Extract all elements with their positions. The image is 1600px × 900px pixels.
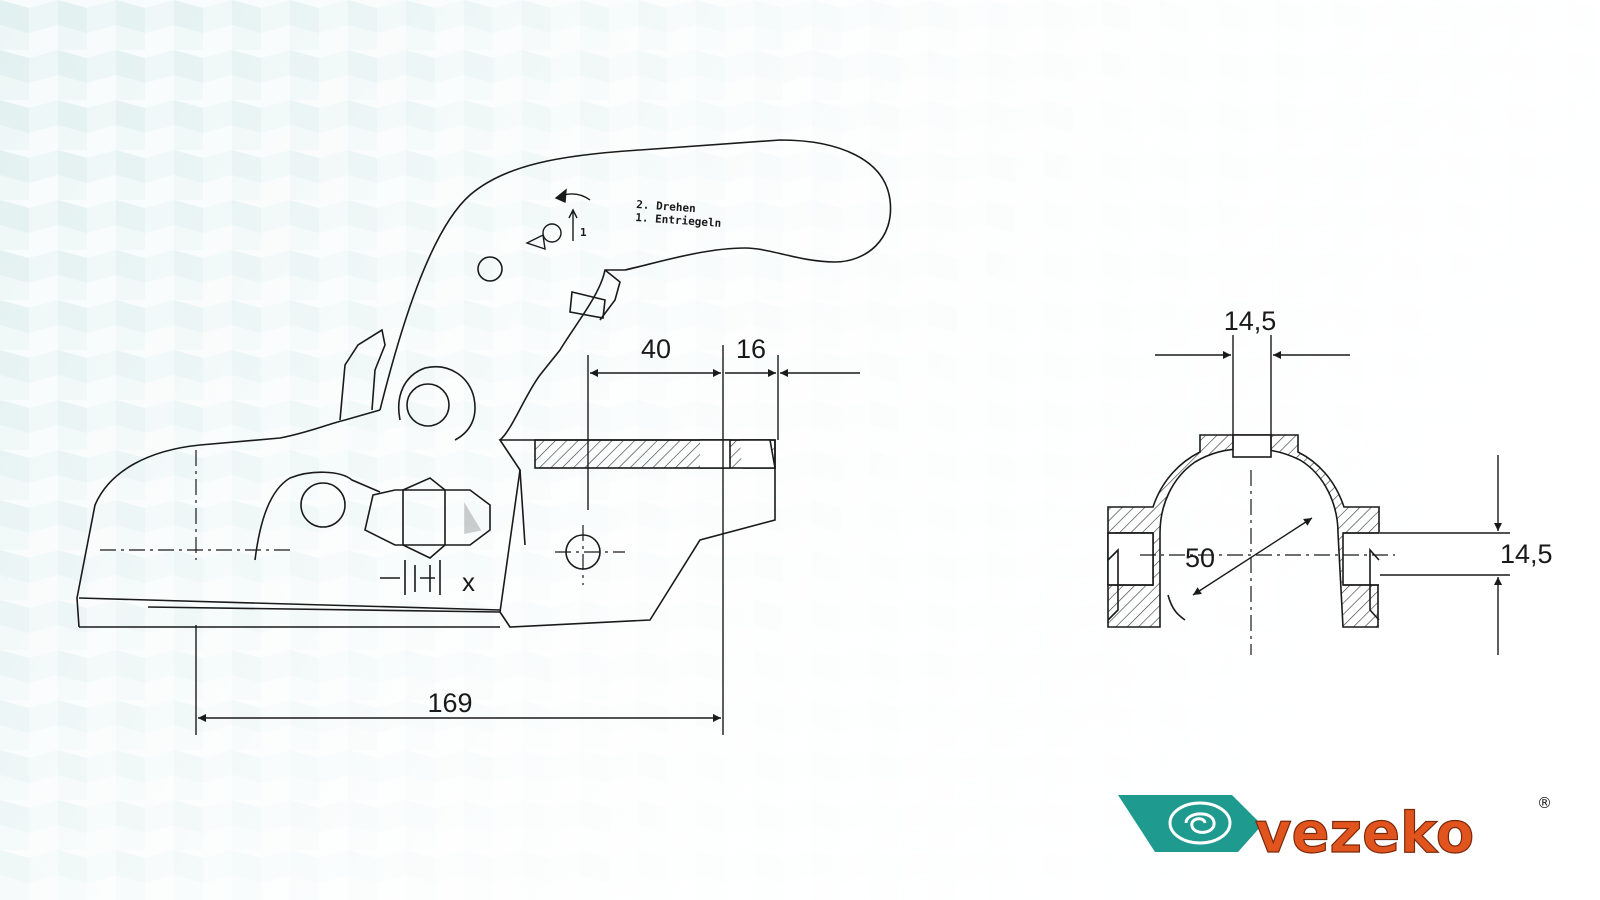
side-view-dimensions [195,345,860,735]
logo-trademark: ® [1537,794,1552,812]
dimension-169: 169 [427,688,472,718]
dimension-40: 40 [641,334,671,364]
dimension-slot-height: 14,5 [1500,539,1553,569]
handle-outline [379,139,892,441]
instruction-unlock: 1. Entriegeln [635,211,722,230]
step-number: 1 [580,226,587,239]
instruction-rotate: 2. Drehen [636,198,696,215]
ball-socket-section [1107,434,1380,628]
section-view-dimensions [1155,335,1510,655]
release-arrow-icon [525,188,591,251]
dimension-16: 16 [736,334,766,364]
vezeko-logo: vezeko ® [1118,794,1552,867]
dimension-slot-width: 14,5 [1224,306,1277,336]
release-instructions: 2. Drehen 1. Entriegeln [635,198,722,230]
dimension-line-ball-diameter [1192,517,1313,596]
body-outline [76,409,381,628]
logo-rose-icon [1168,801,1232,845]
logo-text: vezeko [1255,801,1474,866]
clearance-mark: x [462,567,475,597]
clearance-symbol [380,560,441,595]
coupling-side-view [76,139,892,628]
dimension-ball-diameter: 50 [1185,543,1215,573]
logo-teal-swoosh [1118,795,1262,852]
